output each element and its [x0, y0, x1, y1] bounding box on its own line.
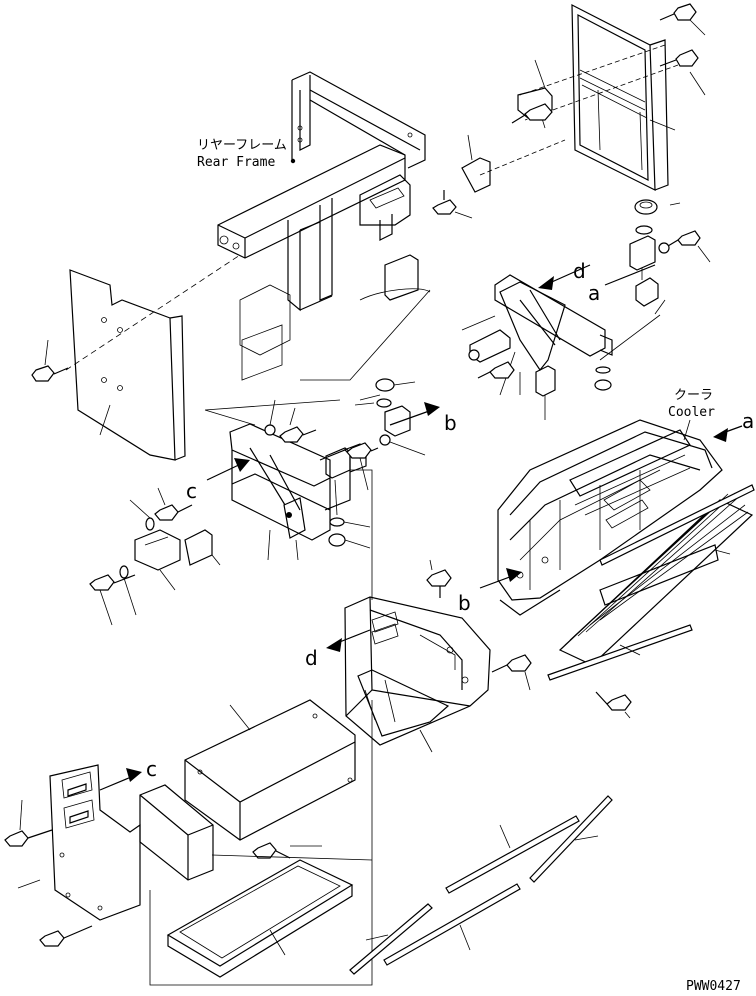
reference-marker-c-mount: c	[186, 479, 197, 503]
hex-bolt-icon	[279, 407, 317, 443]
hex-bolt-icon	[477, 361, 515, 379]
cooler-label-jp: クーラ	[674, 388, 713, 403]
reference-arrow-icon	[99, 768, 142, 791]
cooler-support-block	[629, 235, 659, 307]
right-mount-bracket	[461, 274, 661, 420]
top-right-guard	[461, 4, 706, 193]
b-mount-bracket	[325, 394, 411, 479]
hex-bolt-icon	[491, 654, 532, 691]
hex-bolt-icon	[4, 799, 53, 847]
rear-frame-label-jp: リヤーフレーム	[197, 138, 287, 153]
hex-bolt-icon	[595, 691, 632, 719]
sealing-strip	[547, 484, 755, 681]
washer-icon	[119, 565, 137, 616]
reference-arrow-icon	[713, 425, 743, 442]
electrical-box-cover	[184, 699, 356, 841]
hex-bolt-icon	[31, 339, 69, 382]
cooler-label-en: Cooler	[668, 405, 715, 420]
hex-bolt-icon	[89, 574, 136, 626]
cooler-unit	[497, 419, 723, 616]
assembly-guide-lines	[149, 289, 431, 986]
hex-bolt-icon	[154, 487, 193, 521]
hex-bolt-icon	[39, 925, 93, 947]
leader-line	[697, 245, 711, 263]
reference-marker-d-cover: d	[305, 646, 318, 670]
washer-icon	[658, 242, 670, 254]
hex-nut-icon	[328, 533, 371, 549]
reference-marker-b-bracket: b	[444, 411, 457, 435]
left-side-panel	[65, 254, 241, 461]
leader-line	[654, 299, 666, 315]
washer-icon	[635, 225, 653, 235]
reference-marker-c-plate: c	[146, 757, 157, 781]
reference-arrow-icon	[538, 264, 591, 290]
middle-cover	[344, 596, 491, 753]
washer-icon	[129, 499, 155, 531]
reference-marker-a-right: a	[742, 409, 754, 433]
reference-arrow-icon	[326, 629, 371, 652]
washer-icon	[468, 349, 480, 361]
hex-bolt-icon	[659, 3, 697, 21]
battery-box	[139, 784, 214, 881]
rear-frame	[217, 71, 431, 381]
reference-arrow-icon	[389, 402, 440, 426]
center-mount-bracket	[204, 399, 351, 561]
hex-bolt-icon	[659, 49, 699, 67]
reference-arrow-icon	[604, 264, 656, 286]
drawing-code: PWW0427	[686, 979, 741, 994]
hex-bolt-icon	[252, 842, 322, 859]
rear-frame-label: リヤーフレーム Rear Frame	[197, 138, 296, 170]
washer-icon	[264, 399, 276, 436]
cooler-label: クーラ Cooler	[668, 388, 715, 441]
lower-step-tray	[166, 859, 354, 978]
reference-arrow-icon	[479, 568, 522, 589]
hex-nut-icon	[375, 378, 416, 392]
small-angle-bracket	[134, 529, 221, 591]
rubber-strip-set	[349, 795, 613, 975]
front-access-plate	[17, 764, 141, 921]
reference-marker-a-bracket: a	[588, 281, 600, 305]
washer-icon	[379, 434, 426, 456]
leader-line	[334, 479, 338, 516]
leader-line	[669, 202, 681, 206]
rear-frame-label-en: Rear Frame	[197, 155, 275, 170]
reference-marker-b-cooler: b	[458, 591, 471, 615]
hex-bolt-icon	[432, 190, 473, 219]
washer-icon	[329, 517, 371, 528]
hex-bolt-icon	[511, 103, 553, 124]
reference-marker-d-frame: d	[573, 259, 586, 283]
washer-icon	[354, 398, 392, 408]
condenser-panel	[558, 492, 754, 666]
reference-arrow-icon	[206, 458, 250, 481]
hex-nut-icon	[634, 199, 658, 215]
hex-bolt-icon	[346, 442, 379, 491]
washer-icon	[595, 366, 611, 374]
rear-frame-leader-dot	[290, 158, 296, 164]
hex-bolt-icon	[667, 230, 701, 247]
hex-nut-icon	[594, 379, 612, 391]
hex-bolt-icon	[426, 559, 452, 598]
